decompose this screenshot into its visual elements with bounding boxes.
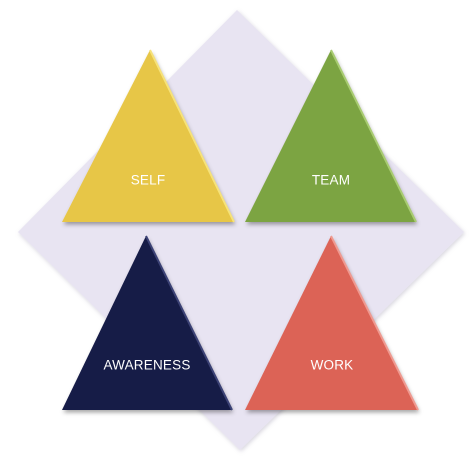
triangle-team-shape (245, 50, 416, 222)
triangle-self-shape (62, 50, 234, 222)
triangle-awareness-label: AWARENESS (103, 358, 190, 373)
triangle-awareness-highlight (145, 235, 233, 411)
triangle-work-shape (245, 236, 418, 410)
triangle-work-highlight (330, 235, 419, 411)
triangle-work: WORK (245, 235, 419, 411)
triangle-work-label: WORK (311, 358, 354, 373)
triangle-team-label: TEAM (312, 173, 350, 188)
triangle-team-highlight (330, 49, 417, 223)
triangle-self: SELF (62, 49, 235, 223)
triangle-self-highlight (149, 49, 235, 223)
triangle-self-label: SELF (131, 173, 166, 188)
triangle-awareness: AWARENESS (62, 235, 233, 411)
triangle-awareness-shape (62, 236, 232, 410)
triangle-team: TEAM (245, 49, 417, 223)
